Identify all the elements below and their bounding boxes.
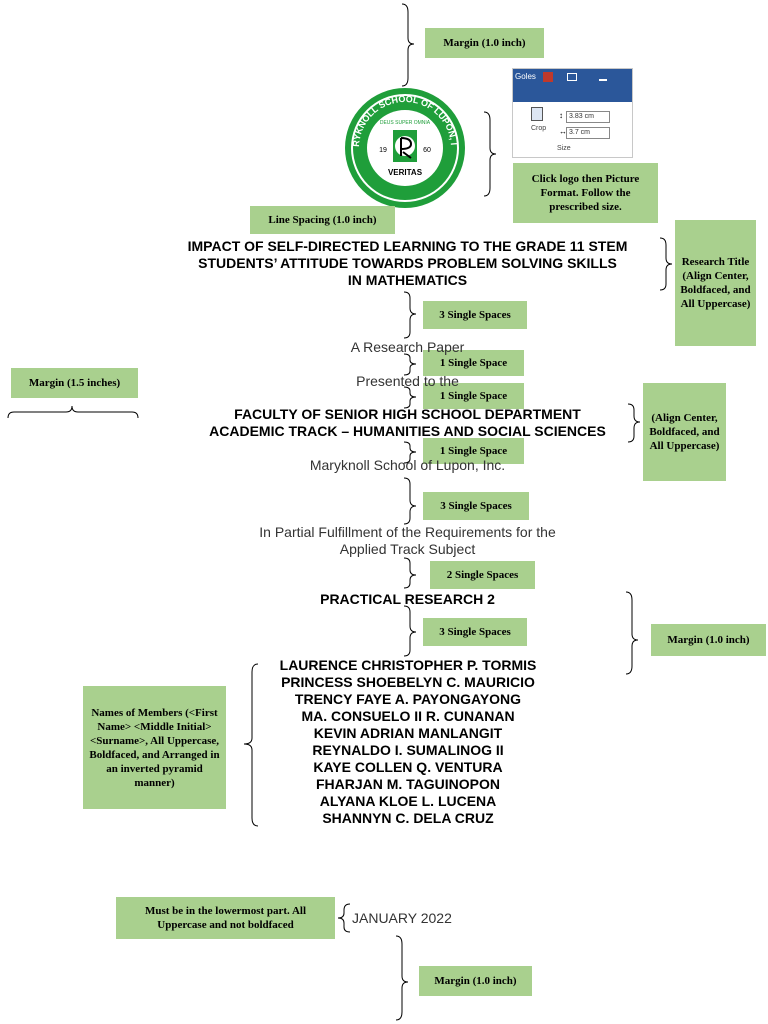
note-three-single-3: 3 Single Spaces xyxy=(423,618,527,646)
width-icon: ↔ xyxy=(559,127,567,136)
note-one-single-2: 1 Single Space xyxy=(423,383,524,409)
height-field[interactable]: 3.83 cm xyxy=(566,111,610,123)
school-seal-icon: MARYKNOLL SCHOOL OF LUPON, INC. LUPON, D… xyxy=(339,78,465,208)
member-name: LAURENCE CHRISTOPHER P. TORMIS xyxy=(279,657,537,673)
note-three-single-2: 3 Single Spaces xyxy=(423,492,529,520)
logo-year-left: 19 xyxy=(379,147,387,154)
crop-icon[interactable] xyxy=(531,107,543,121)
width-field[interactable]: 3.7 cm xyxy=(566,127,610,139)
member-name: TRENCY FAYE A. PAYONGAYONG xyxy=(294,691,522,707)
crop-label: Crop xyxy=(531,125,547,132)
ribbon-tab[interactable]: Goles xyxy=(515,72,536,81)
title-line-2: STUDENTS’ ATTITUDE TOWARDS PROBLEM SOLVI… xyxy=(198,255,617,271)
title-line-1: IMPACT OF SELF-DIRECTED LEARNING TO THE … xyxy=(187,238,628,254)
size-group-label: Size xyxy=(557,145,571,152)
note-one-single-3: 1 Single Space xyxy=(423,438,524,464)
school-name-text: Maryknoll School of Lupon, Inc. xyxy=(309,457,506,473)
member-name: FHARJAN M. TAGUINOPON xyxy=(315,776,501,792)
ribbon-window-icon[interactable] xyxy=(567,73,577,81)
faculty-line-1: FACULTY OF SENIOR HIGH SCHOOL DEPARTMENT xyxy=(234,406,581,422)
date-text: JANUARY 2022 xyxy=(352,910,452,926)
logo-banner: VERITAS xyxy=(388,168,423,177)
subject-title: PRACTICAL RESEARCH 2 xyxy=(320,591,495,607)
ribbon-app-icon xyxy=(543,72,553,82)
note-margin-left: Margin (1.5 inches) xyxy=(11,368,138,398)
note-two-single: 2 Single Spaces xyxy=(430,561,535,589)
research-paper-text: A Research Paper xyxy=(350,339,465,355)
fulfillment-line-2: Applied Track Subject xyxy=(339,541,476,557)
note-three-single-1: 3 Single Spaces xyxy=(423,301,527,329)
ribbon-titlebar xyxy=(513,69,632,102)
note-margin-top: Margin (1.0 inch) xyxy=(425,28,544,58)
note-line-spacing: Line Spacing (1.0 inch) xyxy=(250,206,395,234)
faculty-line-2: ACADEMIC TRACK – HUMANITIES AND SOCIAL S… xyxy=(209,423,606,439)
member-name: KAYE COLLEN Q. VENTURA xyxy=(313,759,503,775)
note-one-single-1: 1 Single Space xyxy=(423,350,524,376)
presented-to-text: Presented to the xyxy=(356,373,459,389)
member-name: PRINCESS SHOEBELYN C. MAURICIO xyxy=(281,674,535,690)
fulfillment-line-1: In Partial Fulfillment of the Requiremen… xyxy=(259,524,556,540)
school-logo[interactable]: MARYKNOLL SCHOOL OF LUPON, INC. LUPON, D… xyxy=(339,78,467,210)
member-name: KEVIN ADRIAN MANLANGIT xyxy=(313,725,503,741)
note-margin-right: Margin (1.0 inch) xyxy=(651,624,766,656)
member-name: REYNALDO I. SUMALINOG II xyxy=(312,742,504,758)
note-picture-format: Click logo then Picture Format. Follow t… xyxy=(513,163,658,223)
height-icon: ↕ xyxy=(559,111,563,120)
note-names-members: Names of Members (<First Name> <Middle I… xyxy=(83,686,226,809)
member-name: SHANNYN C. DELA CRUZ xyxy=(322,810,494,826)
note-margin-bottom: Margin (1.0 inch) xyxy=(419,966,532,996)
note-research-title: Research Title (Align Center, Boldfaced,… xyxy=(675,220,756,346)
member-name: MA. CONSUELO II R. CUNANAN xyxy=(301,708,515,724)
title-line-3: IN MATHEMATICS xyxy=(347,272,468,288)
member-name: ALYANA KLOE L. LUCENA xyxy=(319,793,497,809)
note-align-center: (Align Center, Boldfaced, and All Upperc… xyxy=(643,383,726,481)
logo-year-right: 60 xyxy=(423,147,431,154)
logo-motto: DEUS SUPER OMNIA xyxy=(380,120,431,126)
minimize-icon[interactable] xyxy=(599,73,607,81)
note-lowermost: Must be in the lowermost part. All Upper… xyxy=(116,897,335,939)
picture-format-ribbon: Goles Crop ↕ 3.83 cm ↔ 3.7 cm Size xyxy=(512,68,633,158)
